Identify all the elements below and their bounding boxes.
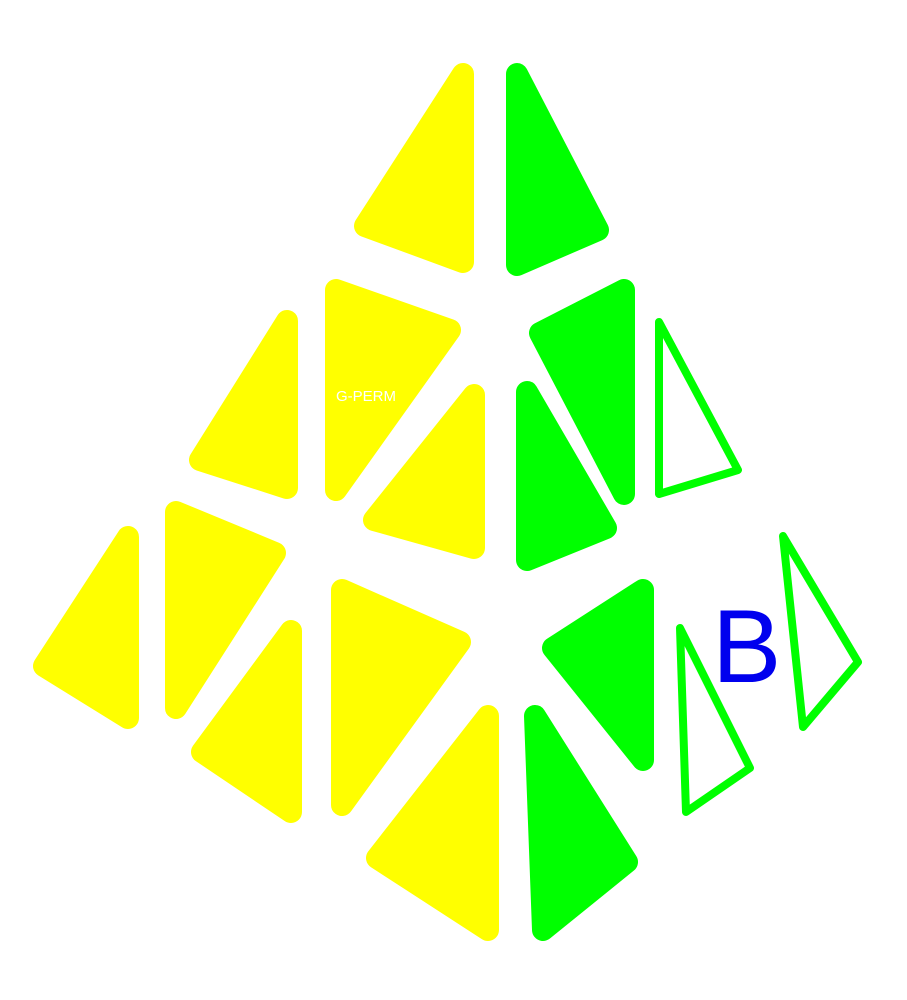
yellow-sticker [331, 579, 471, 816]
right-face [506, 63, 654, 941]
yellow-sticker [363, 384, 485, 559]
green-sticker [542, 579, 654, 771]
back-face [655, 318, 862, 816]
yellow-sticker [33, 526, 139, 729]
yellow-sticker [366, 705, 499, 941]
green-sticker [524, 705, 638, 941]
green-sticker [529, 279, 635, 505]
yellow-sticker [325, 279, 461, 501]
green-sticker [506, 63, 609, 276]
green-outline-sticker [676, 624, 754, 816]
yellow-sticker [191, 620, 302, 823]
left-face [33, 63, 499, 941]
yellow-sticker [354, 63, 474, 273]
green-outline-sticker [655, 318, 742, 498]
face-letter: B [712, 589, 781, 705]
green-outline-sticker [779, 532, 862, 731]
yellow-sticker [189, 310, 298, 499]
yellow-sticker [165, 501, 286, 719]
green-sticker [516, 381, 617, 571]
brand-text: G-PERM [336, 388, 396, 405]
